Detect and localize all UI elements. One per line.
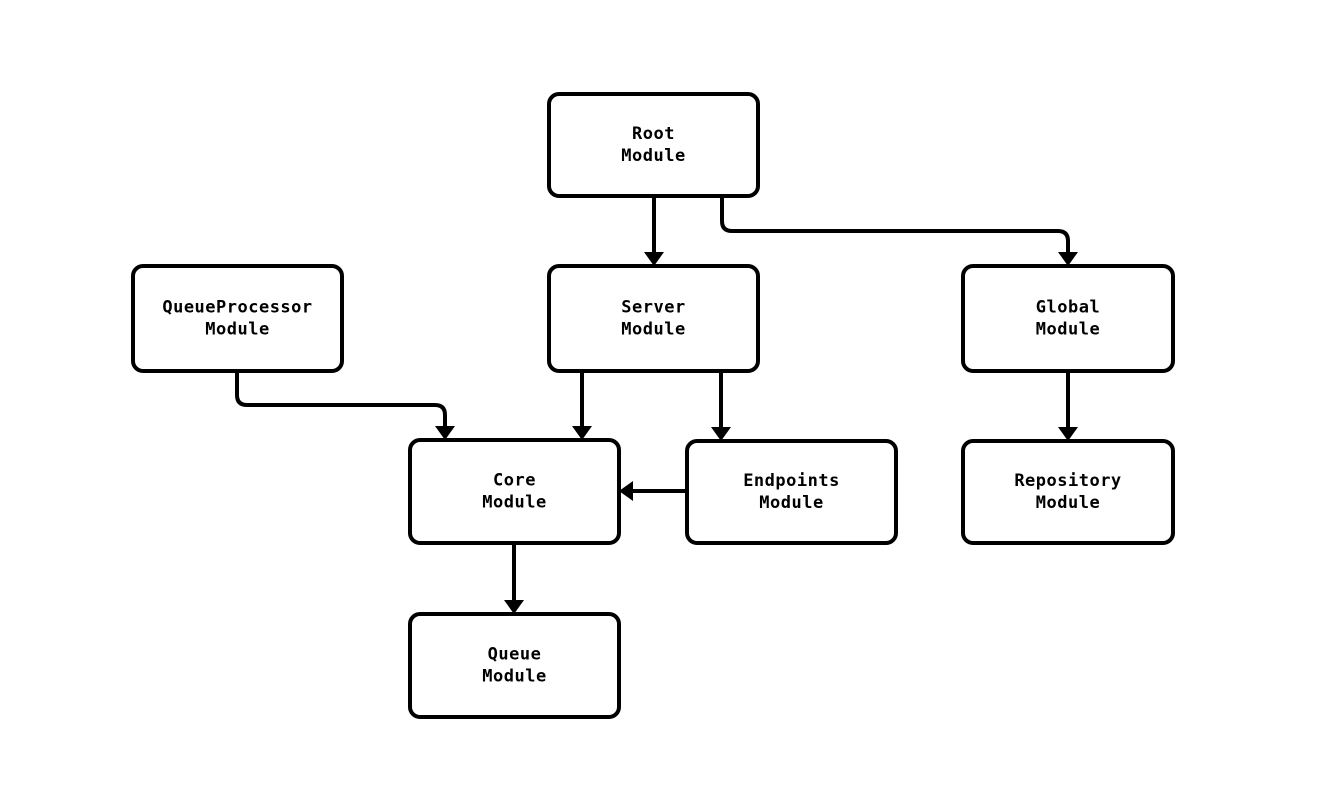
root-module-node-label-line1: Root xyxy=(632,124,675,144)
edge-server-to-core-arrowhead xyxy=(572,426,592,440)
queue-module-node-label-line1: Queue xyxy=(488,645,542,665)
server-module-node-label-line2: Module xyxy=(621,320,685,340)
edge-root-to-server-arrowhead xyxy=(644,252,664,266)
edge-server-to-endpoints-arrowhead xyxy=(711,427,731,441)
edge-root-to-global-line xyxy=(720,196,1070,252)
edge-global-to-repository-arrowhead xyxy=(1058,427,1078,441)
core-module-node-rect[interactable] xyxy=(408,438,621,545)
endpoints-module-node-label-line1: Endpoints xyxy=(743,471,840,491)
edge-server-to-core xyxy=(572,371,592,440)
edge-queueprocessor-to-core-arrowhead xyxy=(435,426,455,440)
server-module-node-rect[interactable] xyxy=(547,264,760,373)
queue-module-node-label-line2: Module xyxy=(482,667,546,687)
queueprocessor-module-node-rect[interactable] xyxy=(131,264,344,373)
global-module-node-rect[interactable] xyxy=(961,264,1175,373)
nodes-layer: RootModuleQueueProcessorModuleServerModu… xyxy=(131,92,1175,719)
edge-core-to-queue-arrowhead xyxy=(504,600,524,614)
queue-module-node-rect[interactable] xyxy=(408,612,621,719)
endpoints-module-node-label-line2: Module xyxy=(759,493,823,513)
server-module-node-label-line1: Server xyxy=(621,298,685,318)
repository-module-node-rect[interactable] xyxy=(961,439,1175,545)
edge-root-to-server xyxy=(644,196,664,266)
global-module-node-label-line2: Module xyxy=(1036,320,1100,340)
edge-root-to-global-arrowhead xyxy=(1058,252,1078,266)
edge-global-to-repository xyxy=(1058,371,1078,441)
queueprocessor-module-node-label-line1: QueueProcessor xyxy=(162,298,312,318)
edge-endpoints-to-core-arrowhead xyxy=(619,481,633,501)
edge-endpoints-to-core xyxy=(619,481,687,501)
endpoints-module-node-rect[interactable] xyxy=(685,439,898,545)
queueprocessor-module-node-label-line2: Module xyxy=(205,320,269,340)
root-module-node-label-line2: Module xyxy=(621,146,685,166)
edge-root-to-global xyxy=(720,196,1078,266)
global-module-node-label-line1: Global xyxy=(1036,298,1100,318)
edges-layer xyxy=(235,196,1078,614)
core-module-node-label-line2: Module xyxy=(482,493,546,513)
edge-queueprocessor-to-core xyxy=(235,371,455,440)
repository-module-node-label-line1: Repository xyxy=(1014,471,1121,491)
core-module-node-label-line1: Core xyxy=(493,471,536,491)
edge-core-to-queue xyxy=(504,543,524,614)
repository-module-node-label-line2: Module xyxy=(1036,493,1100,513)
edge-server-to-endpoints xyxy=(711,371,731,441)
root-module-node-rect[interactable] xyxy=(547,92,760,198)
edge-queueprocessor-to-core-line xyxy=(235,371,447,426)
